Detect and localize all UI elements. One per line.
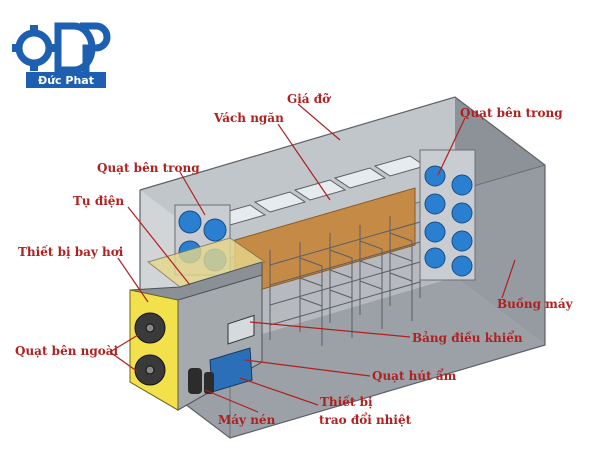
logo-letter-p (80, 22, 111, 72)
labels: Giá đỡ Vách ngăn Quạt bên trong Quạt bên… (15, 92, 574, 427)
label-buong-may: Buồng máy (497, 296, 574, 311)
fan-icon (424, 165, 473, 277)
control-panel-icon (227, 314, 255, 345)
shelving-racks (213, 155, 427, 346)
label-thiet-bi: Thiết bị (320, 394, 373, 409)
label-vach-ngan: Vách ngăn (213, 111, 284, 125)
fan-icon (134, 312, 166, 386)
label-quat-ben-trong-right: Quạt bên trong (460, 106, 563, 120)
label-tu-dien: Tụ điện (73, 194, 124, 208)
gear-icon (12, 25, 56, 71)
compressor-icon (188, 368, 214, 394)
label-bang-dieu-khien: Bảng điều khiển (412, 330, 523, 345)
label-quat-ben-trong-left: Quạt bên trong (97, 161, 200, 175)
label-may-nen: Máy nén (218, 413, 276, 427)
brand-logo: Đức Phat (12, 22, 111, 88)
logo-caption-band (26, 72, 106, 88)
machine-unit (129, 237, 267, 411)
coil-icon (129, 289, 179, 411)
condenser-box (146, 237, 267, 288)
label-quat-ben-ngoai: Quạt bên ngoài (15, 344, 118, 358)
inner-fans-right (419, 149, 476, 281)
label-quat-hut-am: Quạt hút ẩm (372, 368, 457, 383)
leader-lines (109, 103, 516, 413)
logo-caption: Đức Phat (38, 74, 94, 87)
label-trao-doi-nhiet: trao đổi nhiệt (319, 412, 412, 427)
label-thiet-bi-bay-hoi: Thiết bị bay hơi (18, 244, 124, 259)
label-gia-do: Giá đỡ (287, 92, 331, 106)
